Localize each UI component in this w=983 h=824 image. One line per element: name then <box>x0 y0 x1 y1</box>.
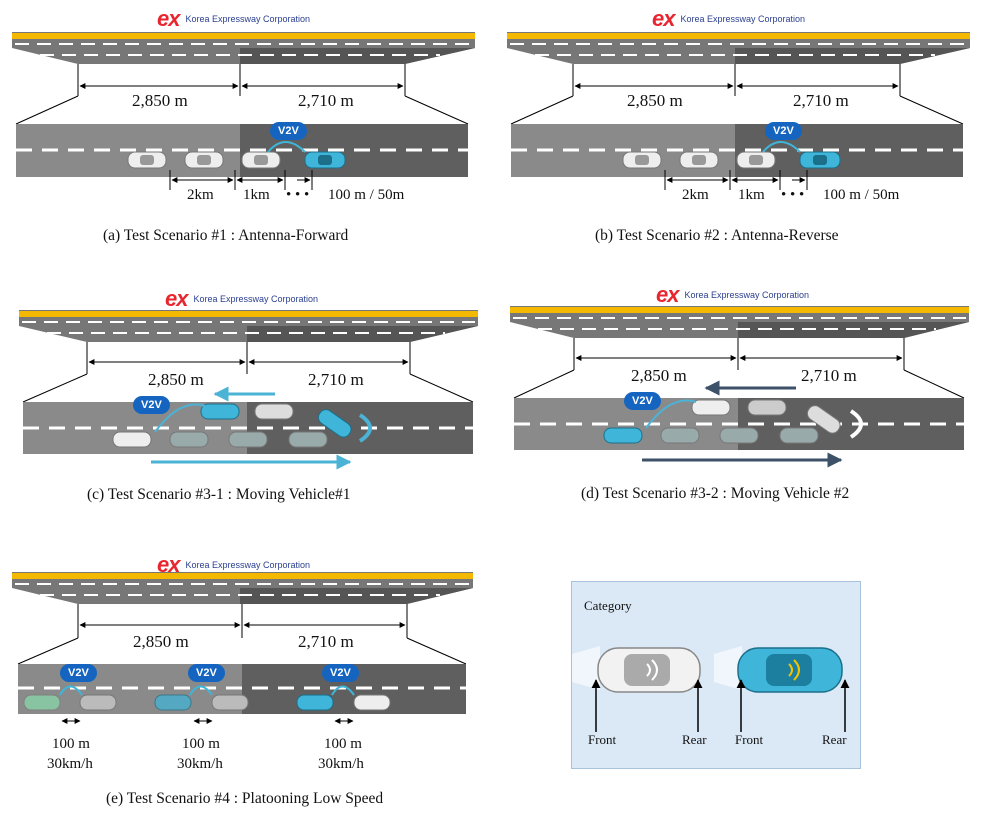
logo: ex Korea Expressway Corporation <box>165 288 318 310</box>
car-white <box>241 151 281 169</box>
gap-100m: 100 m / 50m <box>328 187 405 203</box>
caption-e: (e) Test Scenario #4 : Platooning Low Sp… <box>106 790 384 807</box>
car-white <box>747 399 787 416</box>
distance-left: 2,850 m <box>148 370 204 389</box>
car-gray <box>660 427 700 444</box>
company-name: Korea Expressway Corporation <box>185 560 311 570</box>
distance-right: 2,710 m <box>298 632 354 651</box>
car-teal <box>737 647 843 693</box>
highway-diagram <box>12 572 473 724</box>
group-1-speed: 30km/h <box>47 756 93 772</box>
car-white <box>622 151 662 169</box>
car-white <box>736 151 776 169</box>
car-white <box>679 151 719 169</box>
logo: ex Korea Expressway Corporation <box>652 8 805 30</box>
label-rear: Rear <box>682 732 707 747</box>
gap-2km: 2km <box>187 187 214 203</box>
panel-scenario-2: ex Korea Expressway Corporation V2V 2,85… <box>495 0 975 255</box>
car-gray <box>228 431 268 448</box>
gap-2km: 2km <box>682 187 709 203</box>
car-gray <box>288 431 328 448</box>
car-gray <box>79 694 117 711</box>
ex-logo-mark: ex <box>157 6 181 31</box>
group-2-speed: 30km/h <box>177 756 223 772</box>
ex-logo-mark: ex <box>656 282 680 307</box>
caption-d: (d) Test Scenario #3-2 : Moving Vehicle … <box>581 485 850 502</box>
ex-logo-mark: ex <box>165 286 189 311</box>
label-front: Front <box>588 732 617 747</box>
v2v-badge: V2V <box>133 396 170 414</box>
v2v-badge: V2V <box>270 122 307 140</box>
caption-c: (c) Test Scenario #3-1 : Moving Vehicle#… <box>87 486 351 503</box>
car-white <box>112 431 152 448</box>
distance-left: 2,850 m <box>132 91 188 110</box>
car-teal <box>154 694 192 711</box>
company-name: Korea Expressway Corporation <box>684 290 810 300</box>
highway-diagram <box>510 306 969 468</box>
car-gray <box>779 427 819 444</box>
ex-logo-mark: ex <box>652 6 676 31</box>
car-white <box>184 151 224 169</box>
distance-right: 2,710 m <box>801 366 857 385</box>
label-rear: Rear <box>822 732 847 747</box>
logo: ex Korea Expressway Corporation <box>157 8 310 30</box>
group-2-distance: 100 m <box>182 736 220 752</box>
distance-left: 2,850 m <box>627 91 683 110</box>
car-teal <box>200 403 240 420</box>
highway-diagram <box>19 310 478 470</box>
category-legend: Category Front Rear Front Rear <box>571 581 861 769</box>
car-gray <box>719 427 759 444</box>
distance-right: 2,710 m <box>308 370 364 389</box>
distance-right: 2,710 m <box>793 91 849 110</box>
v2v-badge: V2V <box>624 392 661 410</box>
v2v-badge: V2V <box>765 122 802 140</box>
company-name: Korea Expressway Corporation <box>185 14 311 24</box>
gap-100m: 100 m / 50m <box>823 187 900 203</box>
label-front: Front <box>735 732 764 747</box>
distance-left: 2,850 m <box>631 366 687 385</box>
car-white <box>806 405 841 434</box>
highway-diagram <box>12 32 475 190</box>
car-teal <box>799 151 841 169</box>
gap-1km: 1km <box>738 187 765 203</box>
car-teal <box>304 151 346 169</box>
car-white <box>254 403 294 420</box>
company-name: Korea Expressway Corporation <box>680 14 806 24</box>
panel-scenario-1: ex Korea Expressway Corporation <box>0 0 480 255</box>
panel-scenario-3-2: ex Korea Expressway Corporation V2V 2,85… <box>496 276 976 516</box>
legend-cars <box>572 646 850 732</box>
group-1-distance: 100 m <box>52 736 90 752</box>
v2v-badge: V2V <box>60 664 97 682</box>
gap-dots: • • • <box>286 187 310 203</box>
logo: ex Korea Expressway Corporation <box>157 554 310 576</box>
car-white <box>353 694 391 711</box>
highway-diagram <box>507 32 970 190</box>
distance-left: 2,850 m <box>133 632 189 651</box>
group-3-distance: 100 m <box>324 736 362 752</box>
car-gray <box>23 694 61 711</box>
car-white <box>127 151 167 169</box>
category-title: Category <box>584 598 632 613</box>
caption-b: (b) Test Scenario #2 : Antenna-Reverse <box>595 227 839 244</box>
panel-scenario-3-1: ex Korea Expressway Corporation V2V 2,85… <box>5 280 485 520</box>
panel-scenario-4: ex Korea Expressway Corporation <box>0 548 480 818</box>
car-teal <box>317 409 352 438</box>
car-teal <box>296 694 334 711</box>
gap-1km: 1km <box>243 187 270 203</box>
v2v-badge: V2V <box>188 664 225 682</box>
gap-dots: • • • <box>781 187 805 203</box>
logo: ex Korea Expressway Corporation <box>656 284 809 306</box>
caption-a: (a) Test Scenario #1 : Antenna-Forward <box>103 227 349 244</box>
car-gray <box>169 431 209 448</box>
company-name: Korea Expressway Corporation <box>193 294 319 304</box>
car-teal <box>603 427 643 444</box>
group-3-speed: 30km/h <box>318 756 364 772</box>
car-white <box>597 647 701 693</box>
distance-right: 2,710 m <box>298 91 354 110</box>
ex-logo-mark: ex <box>157 552 181 577</box>
car-gray <box>211 694 249 711</box>
car-white <box>691 399 731 416</box>
v2v-badge: V2V <box>322 664 359 682</box>
